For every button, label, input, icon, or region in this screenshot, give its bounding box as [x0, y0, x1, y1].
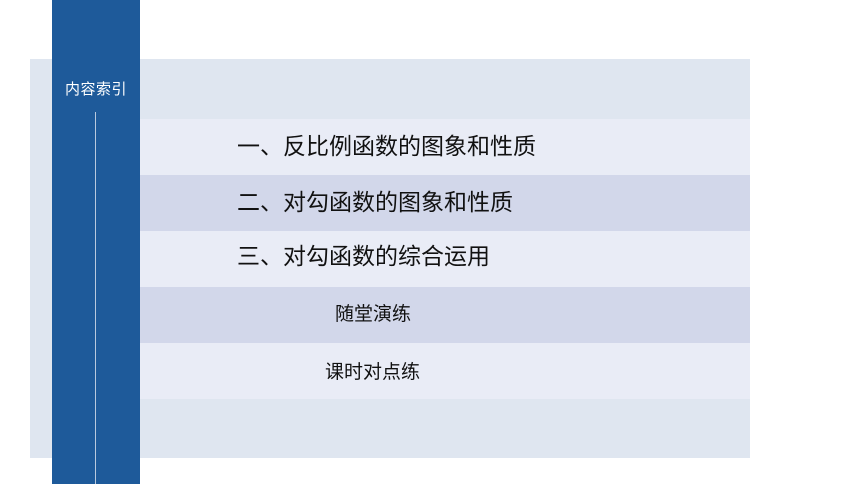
- toc-item-class-practice[interactable]: 随堂演练: [140, 287, 750, 343]
- toc-item-homework-practice[interactable]: 课时对点练: [140, 343, 750, 399]
- toc-item-label: 三、对勾函数的综合运用: [237, 244, 490, 270]
- toc-item-label: 一、反比例函数的图象和性质: [237, 134, 536, 160]
- toc-item-hook-function-application[interactable]: 三、对勾函数的综合运用: [140, 231, 750, 287]
- sidebar-title: 内容索引: [65, 80, 128, 98]
- toc-item-label: 二、对勾函数的图象和性质: [237, 190, 513, 216]
- sidebar-divider: [95, 112, 96, 484]
- toc-item-label: 随堂演练: [335, 303, 412, 325]
- toc-item-inverse-proportion[interactable]: 一、反比例函数的图象和性质: [140, 119, 750, 175]
- sidebar: 内容索引: [52, 0, 140, 484]
- toc-item-hook-function-graph[interactable]: 二、对勾函数的图象和性质: [140, 175, 750, 231]
- toc-item-label: 课时对点练: [325, 361, 421, 383]
